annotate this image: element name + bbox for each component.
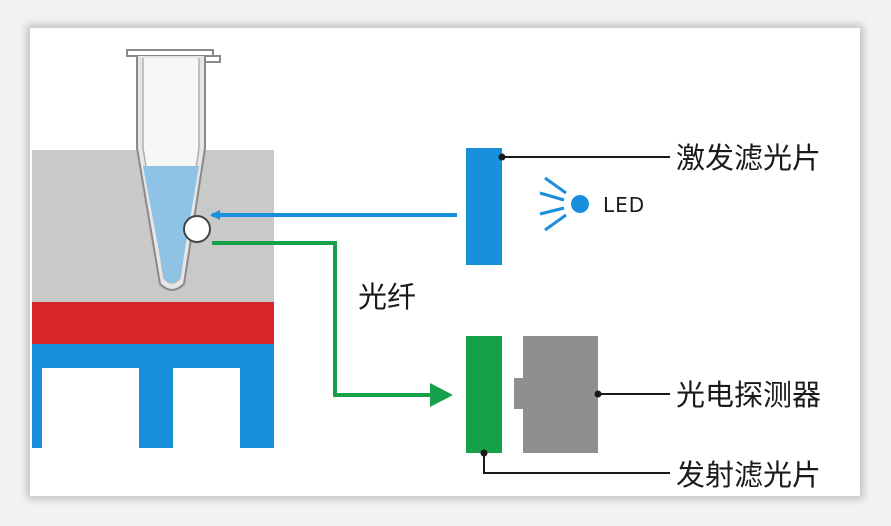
- emission-filter-leader: [483, 453, 670, 474]
- photodetector-leader-dot: [594, 390, 602, 398]
- led-icon: [539, 176, 589, 232]
- detection-point: [183, 215, 211, 243]
- optical-fiber-label: 光纤: [358, 280, 416, 314]
- led-label: LED: [603, 193, 645, 217]
- photodetector: [514, 336, 598, 453]
- excitation-filter: [466, 148, 502, 265]
- excitation-filter-label: 激发滤光片: [676, 141, 821, 175]
- sample-liquid: [143, 166, 199, 283]
- emission-filter-label: 发射滤光片: [676, 458, 821, 492]
- heater-layer: [32, 302, 274, 344]
- excitation-filter-leader-dot: [498, 153, 506, 161]
- photodetector-label: 光电探测器: [676, 378, 821, 412]
- emission-filter: [466, 336, 502, 453]
- base-block: [32, 344, 274, 448]
- emission-arrow-head: [430, 383, 453, 407]
- emission-filter-leader-dot: [480, 449, 488, 457]
- emission-light-path: [212, 241, 430, 397]
